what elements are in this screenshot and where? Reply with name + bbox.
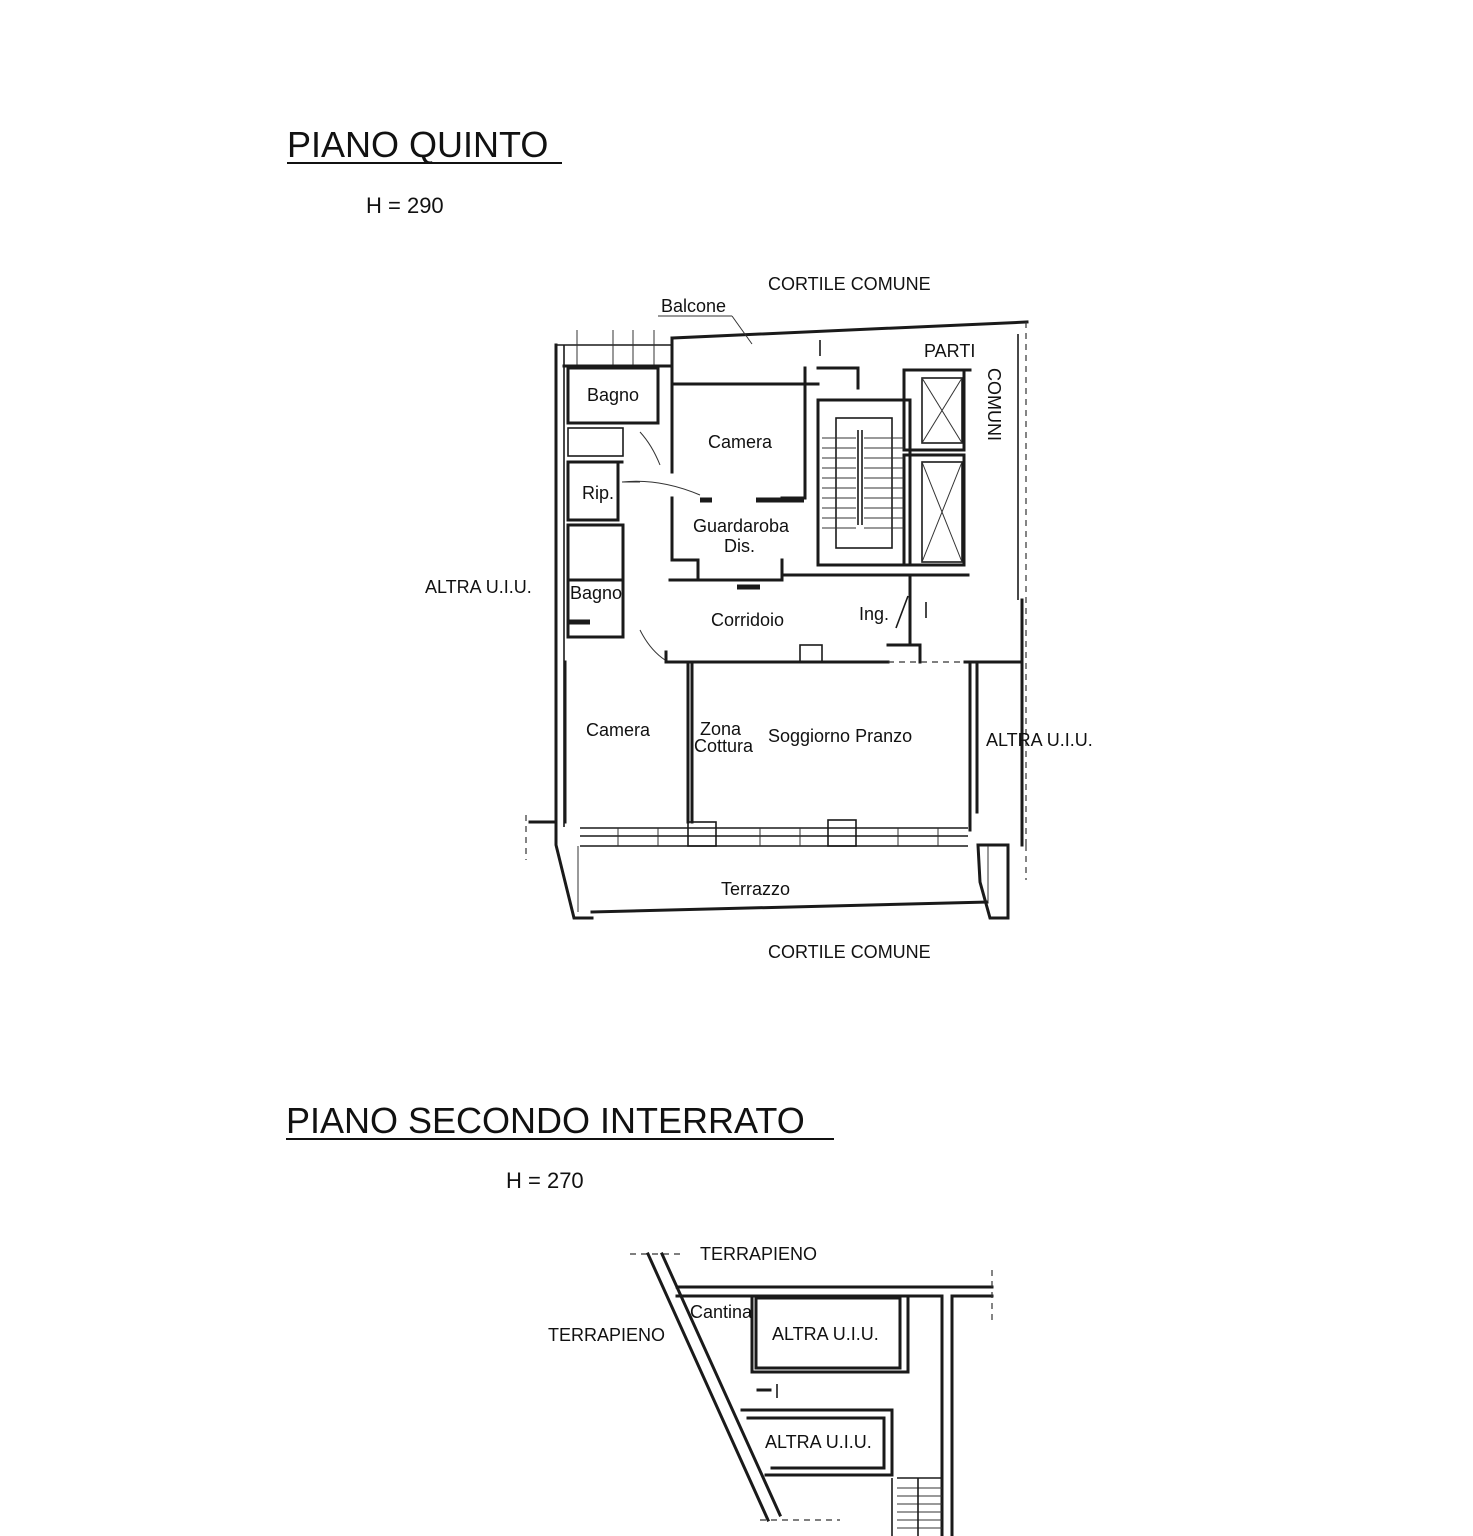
zona-label: Zona bbox=[700, 719, 742, 739]
altra-uiu-2-label: ALTRA U.I.U. bbox=[765, 1432, 872, 1452]
basement-stairs bbox=[891, 1477, 942, 1536]
court-top-label: CORTILE COMUNE bbox=[768, 274, 931, 294]
cantina-label: Cantina bbox=[690, 1302, 753, 1322]
altra-uiu-right-label: ALTRA U.I.U. bbox=[986, 730, 1093, 750]
level1-title: PIANO QUINTO bbox=[287, 124, 548, 165]
interior-walls bbox=[566, 364, 972, 824]
ingresso-label: Ing. bbox=[859, 604, 889, 624]
balcone-leader bbox=[731, 315, 753, 345]
level2-height: H = 270 bbox=[506, 1168, 584, 1193]
soggiorno-label: Soggiorno Pranzo bbox=[768, 726, 912, 746]
bagno-1-label: Bagno bbox=[587, 385, 639, 405]
terrapieno-top-label: TERRAPIENO bbox=[700, 1244, 817, 1264]
level-fifth-floor: PIANO QUINTO H = 290 bbox=[287, 124, 1093, 1398]
camera-1-label: Camera bbox=[708, 432, 773, 452]
comuni-label: COMUNI bbox=[984, 368, 1004, 441]
terrace-windows bbox=[580, 819, 968, 847]
parti-label: PARTI bbox=[924, 341, 975, 361]
staircase bbox=[822, 430, 904, 529]
disimpegno-label: Dis. bbox=[724, 536, 755, 556]
bagno-2-label: Bagno bbox=[570, 583, 622, 603]
corridoio-label: Corridoio bbox=[711, 610, 784, 630]
outer-walls bbox=[554, 320, 1029, 847]
doors bbox=[568, 340, 927, 1398]
guardaroba-label: Guardaroba bbox=[693, 516, 790, 536]
terrace bbox=[525, 815, 1027, 920]
court-bottom-label: CORTILE COMUNE bbox=[768, 942, 931, 962]
basement-walls bbox=[630, 1252, 994, 1536]
altra-uiu-1-label: ALTRA U.I.U. bbox=[772, 1324, 879, 1344]
camera-2-label: Camera bbox=[586, 720, 651, 740]
level-second-basement: PIANO SECONDO INTERRATO H = 270 bbox=[286, 1100, 994, 1536]
altra-uiu-left-label: ALTRA U.I.U. bbox=[425, 577, 532, 597]
terrapieno-left-label: TERRAPIENO bbox=[548, 1325, 665, 1345]
terrazzo-label: Terrazzo bbox=[721, 879, 790, 899]
balcone-label: Balcone bbox=[661, 296, 726, 316]
cottura-label: Cottura bbox=[694, 736, 754, 756]
ripostiglio-label: Rip. bbox=[582, 483, 614, 503]
level1-height: H = 290 bbox=[366, 193, 444, 218]
level2-title: PIANO SECONDO INTERRATO bbox=[286, 1100, 805, 1141]
